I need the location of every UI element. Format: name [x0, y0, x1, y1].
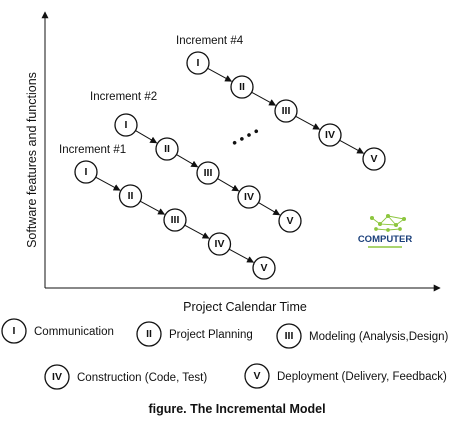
computer-science-logo: COMPUTER [358, 213, 413, 248]
phase-circle [74, 160, 98, 184]
legend-circle [136, 321, 162, 347]
phase-arrow [228, 248, 255, 263]
phase-node-iv: IV [237, 185, 261, 209]
phase-circle [155, 137, 179, 161]
phase-number: IV [215, 238, 225, 250]
more-increments-ellipsis: • • • • [229, 123, 262, 150]
phase-circle [163, 208, 187, 232]
phase-node-iv: IV [318, 123, 342, 147]
legend-item-iv: IV Construction (Code, Test) [44, 364, 207, 390]
phase-node-i: I [74, 160, 98, 184]
logo-text: COMPUTER [358, 234, 413, 245]
phase-arrow [139, 200, 166, 215]
phase-number: V [370, 153, 377, 165]
phase-legend: I Communication II Project Planning III Model… [1, 318, 449, 390]
phase-arrow [339, 139, 365, 154]
legend-phase-number: II [146, 328, 152, 340]
phase-number: V [260, 262, 267, 274]
phase-arrow [258, 202, 281, 216]
phase-arrow [184, 224, 210, 239]
phase-circle [274, 99, 298, 123]
legend-item-i: I Communication [1, 318, 114, 344]
phase-node-iii: III [196, 161, 220, 185]
phase-node-iii: III [274, 99, 298, 123]
phase-number: III [171, 214, 180, 226]
phase-number: I [85, 166, 88, 178]
phase-node-iv: IV [207, 232, 232, 256]
legend-circle [1, 318, 27, 344]
phase-arrow [95, 176, 121, 191]
phase-number: II [164, 143, 170, 155]
phase-circle [207, 232, 232, 256]
legend-phase-number: I [13, 325, 16, 337]
figure-caption: figure. The Incremental Model [148, 402, 325, 416]
phase-node-i: I [186, 51, 210, 75]
increment-4-label: Increment #4 [176, 35, 244, 47]
phase-node-v: V [252, 256, 276, 280]
phase-circle [318, 123, 342, 147]
phase-circle [252, 256, 276, 280]
phase-number: I [197, 57, 200, 69]
phase-arrow [251, 91, 277, 106]
legend-phase-label: Project Planning [169, 329, 253, 341]
phase-arrow [135, 130, 158, 144]
phase-number: IV [244, 191, 254, 203]
phase-arrow [295, 115, 321, 130]
legend-item-v: V Deployment (Delivery, Feedback) [244, 363, 447, 389]
phase-node-ii: II [155, 137, 179, 161]
y-axis-label: Software features and functions [25, 72, 39, 248]
legend-phase-label: Communication [34, 326, 114, 338]
phase-node-ii: II [230, 75, 254, 99]
legend-phase-label: Construction (Code, Test) [77, 372, 207, 384]
phase-node-i: I [114, 113, 138, 137]
legend-phase-label: Deployment (Delivery, Feedback) [277, 371, 447, 383]
phase-node-v: V [362, 147, 386, 171]
phase-circle [237, 185, 261, 209]
increment-1-label: Increment #1 [59, 144, 126, 156]
phase-circle [186, 51, 210, 75]
legend-phase-number: III [285, 330, 294, 342]
phase-number: III [204, 167, 213, 179]
phase-node-iii: III [163, 208, 187, 232]
legend-item-iii: III Modeling (Analysis,Design) [276, 323, 449, 349]
phase-number: IV [325, 129, 335, 141]
legend-circle [244, 363, 270, 389]
phase-circle [278, 209, 302, 233]
phase-node-ii: II [118, 184, 143, 208]
phase-number: II [239, 81, 245, 93]
legend-circle [44, 364, 70, 390]
phase-arrow [217, 178, 240, 192]
phase-number: II [128, 190, 134, 202]
phase-arrow [176, 154, 199, 168]
phase-circle [196, 161, 220, 185]
phase-circle [230, 75, 254, 99]
legend-phase-label: Modeling (Analysis,Design) [309, 331, 449, 343]
phase-number: I [125, 119, 128, 131]
phase-circle [114, 113, 138, 137]
legend-circle [276, 323, 302, 349]
phase-number: III [282, 105, 291, 117]
phase-node-v: V [278, 209, 302, 233]
legend-item-ii: II Project Planning [136, 321, 253, 347]
phase-arrow [207, 67, 233, 82]
increment-2-label: Increment #2 [90, 91, 157, 103]
phase-number: V [286, 215, 293, 227]
phase-circle [118, 184, 143, 208]
legend-phase-number: IV [52, 371, 62, 383]
x-axis-label: Project Calendar Time [183, 300, 307, 314]
phase-circle [362, 147, 386, 171]
legend-phase-number: V [253, 370, 260, 382]
